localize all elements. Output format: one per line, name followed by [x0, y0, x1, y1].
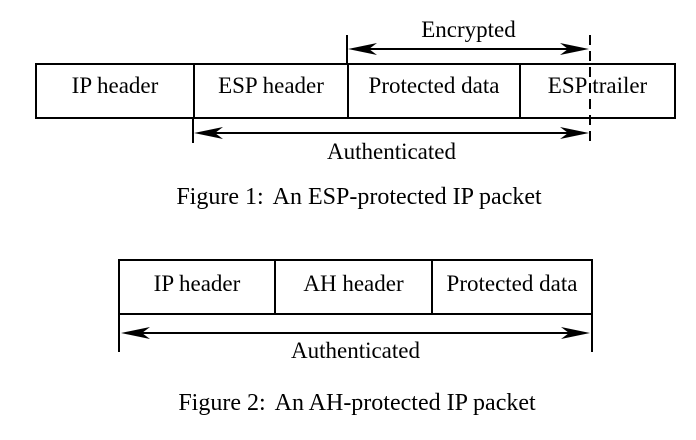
cell-ip-header: IP header	[37, 65, 193, 117]
cell-label: Protected data	[446, 271, 578, 296]
figure2-caption-title: An AH-protected IP packet	[274, 390, 536, 416]
cell-label: AH header	[303, 271, 404, 296]
authenticated-range-right-boundary	[591, 315, 593, 352]
authenticated-range-double-arrow-icon	[121, 327, 590, 339]
cell-protected-data: Protected data	[347, 65, 519, 117]
cell-esp-header: ESP header	[193, 65, 347, 117]
cell-label: Protected data	[368, 73, 500, 98]
authenticated-label: Authenticated	[290, 338, 420, 363]
cell-protected-data: Protected data	[431, 261, 591, 313]
authenticated-label: Authenticated	[326, 139, 456, 164]
ah-packet-box: IP header AH header Protected data	[118, 259, 593, 315]
figure1-caption-number: Figure 1:	[176, 184, 264, 210]
figure1-caption: Figure 1: An ESP-protected IP packet	[11, 185, 696, 209]
authenticated-range-double-arrow-icon	[194, 127, 589, 139]
cell-label: IP header	[71, 73, 159, 98]
authenticated-range-start-tick	[192, 119, 194, 143]
encrypted-range-end-dashed-boundary	[589, 35, 591, 141]
cell-label: ESP trailer	[547, 73, 648, 98]
cell-ah-header: AH header	[274, 261, 431, 313]
authenticated-range-left-boundary	[118, 315, 120, 352]
figure2-caption: Figure 2: An AH-protected IP packet	[9, 391, 696, 415]
cell-label: ESP header	[218, 73, 324, 98]
encrypted-range-start-tick	[346, 35, 348, 63]
encrypted-label: Encrypted	[421, 17, 516, 42]
esp-packet-box: IP header ESP header Protected data ESP …	[35, 63, 676, 119]
cell-label: IP header	[153, 271, 241, 296]
figure1-caption-title: An ESP-protected IP packet	[272, 184, 542, 210]
figure2-caption-number: Figure 2:	[178, 390, 266, 416]
cell-esp-trailer: ESP trailer	[519, 65, 674, 117]
cell-ip-header: IP header	[120, 261, 274, 313]
encrypted-range-double-arrow-icon	[348, 43, 589, 55]
